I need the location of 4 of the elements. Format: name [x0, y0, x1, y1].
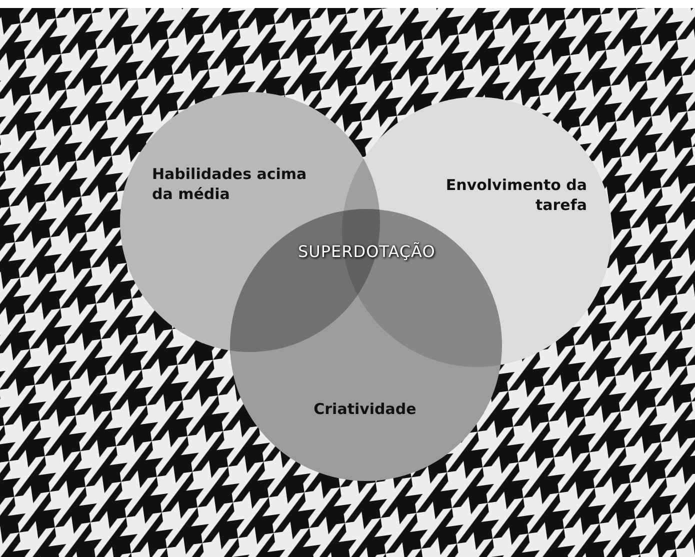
- circle-label: Envolvimento da tarefa: [444, 175, 587, 216]
- center-label: SUPERDOTAÇÃO: [298, 242, 436, 261]
- circle-label: Habilidades acima da média: [152, 164, 308, 204]
- circle-label: Criatividade: [312, 399, 418, 420]
